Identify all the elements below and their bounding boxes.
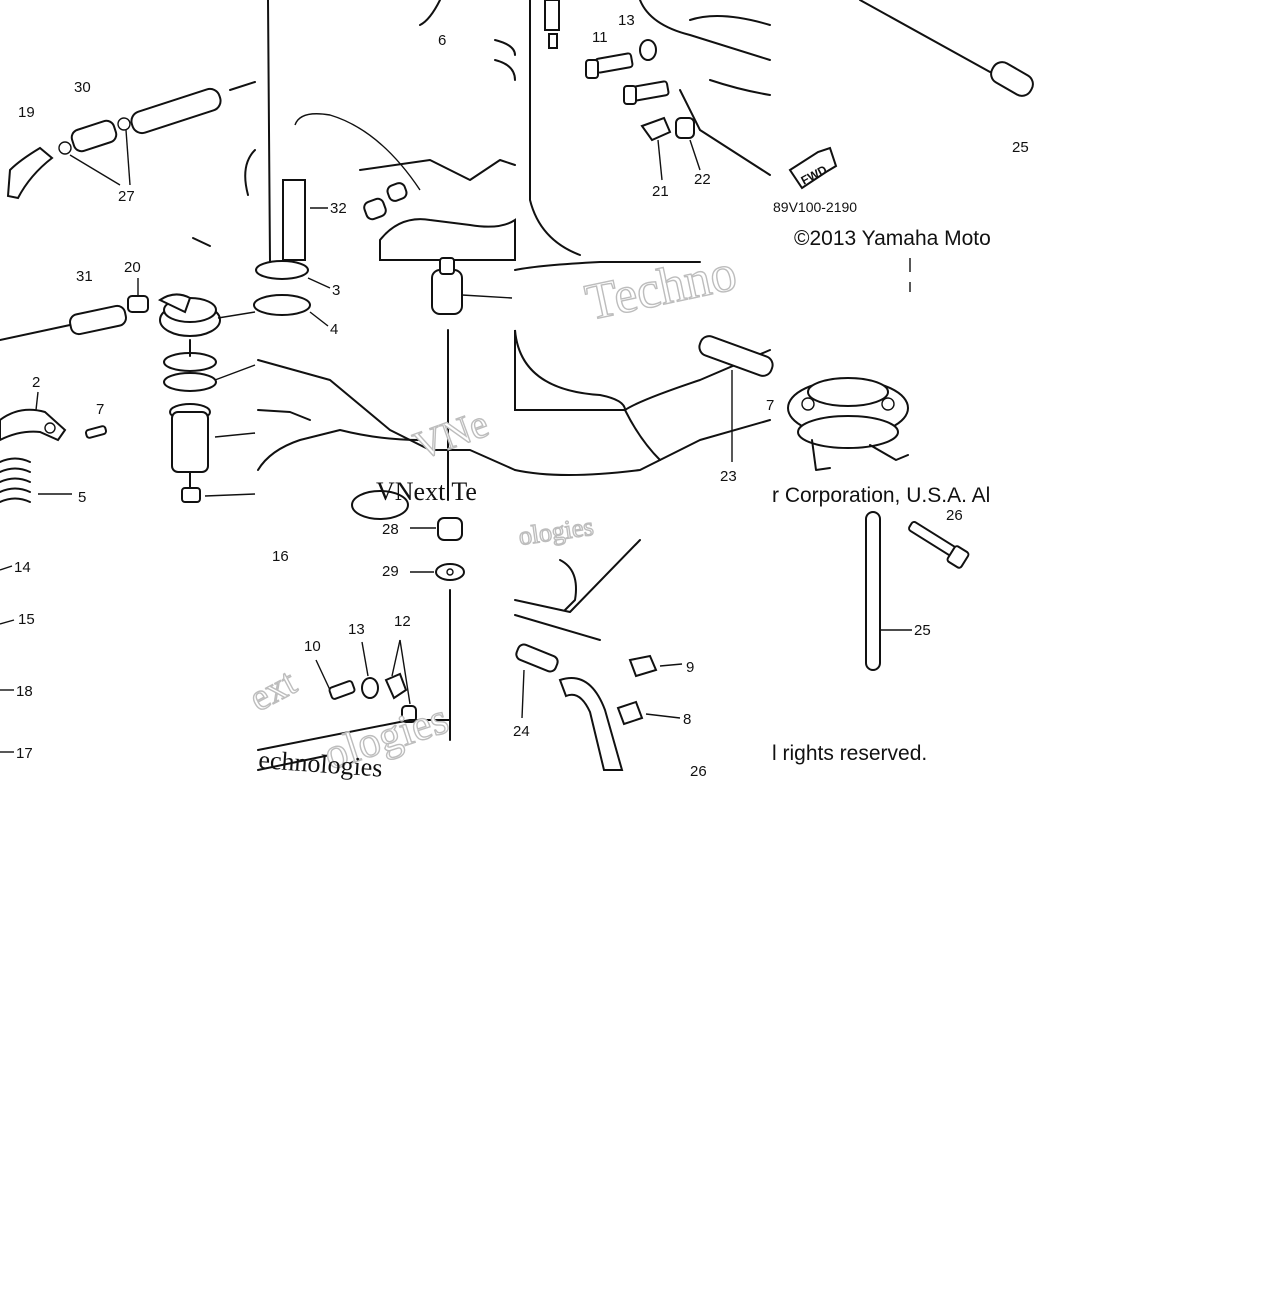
hose-top xyxy=(130,87,222,135)
callout-24: 24 xyxy=(513,723,530,740)
callout-25-top: 25 xyxy=(1012,139,1029,156)
left-panel xyxy=(0,0,328,753)
hose-23 xyxy=(698,335,774,377)
copyright-line1: ©2013 Yamaha Moto xyxy=(794,227,991,250)
watermark-1: Techno xyxy=(581,244,742,331)
tank-body xyxy=(514,329,627,411)
copyright-line3: l rights reserved. xyxy=(772,742,927,765)
pin-7 xyxy=(84,425,108,439)
callout-26b: 26 xyxy=(690,763,707,780)
callout-28: 28 xyxy=(382,521,399,538)
callout-18: 18 xyxy=(16,683,33,700)
center-panel xyxy=(253,0,516,771)
rod-25 xyxy=(865,511,881,671)
callout-13: 13 xyxy=(618,12,635,29)
callout-4: 4 xyxy=(330,321,338,338)
spring-5 xyxy=(0,457,31,503)
callout-16: 16 xyxy=(272,548,289,565)
hose-right-top xyxy=(990,61,1034,97)
callout-5: 5 xyxy=(78,489,86,506)
clamp-22 xyxy=(675,117,695,139)
callout-22: 22 xyxy=(694,171,711,188)
clip-27b xyxy=(117,117,131,131)
nut-12 xyxy=(384,672,408,700)
callout-2: 2 xyxy=(32,374,40,391)
far-right-panel: FWD 89V100-2190 ©2013 Yamaha Moto r Corp… xyxy=(772,0,1034,765)
callout-23: 23 xyxy=(720,468,737,485)
callout-14: 14 xyxy=(14,559,31,576)
bolt-11 xyxy=(594,52,634,74)
callout-3: 3 xyxy=(332,282,340,299)
grommet-3 xyxy=(255,260,309,280)
callout-7b: 7 xyxy=(766,397,774,414)
fwd-arrow-icon: FWD xyxy=(788,146,838,190)
bolt-10 xyxy=(328,680,356,700)
callouts: 2 3 4 5 6 7 7 8 9 10 11 13 13 12 14 15 1… xyxy=(14,12,1029,780)
hose-21 xyxy=(640,116,672,142)
washer-13-top xyxy=(639,39,657,61)
callout-20: 20 xyxy=(124,259,141,276)
callout-29: 29 xyxy=(382,563,399,580)
filter-body xyxy=(171,411,209,473)
callout-6: 6 xyxy=(438,32,446,49)
callout-30: 30 xyxy=(74,79,91,96)
clip-20 xyxy=(127,295,149,313)
callout-27: 27 xyxy=(118,188,135,205)
grommet-4 xyxy=(253,294,311,316)
diagram-code: 89V100-2190 xyxy=(773,199,857,215)
damper-28 xyxy=(437,517,463,541)
callout-15: 15 xyxy=(18,611,35,628)
callout-10: 10 xyxy=(304,638,321,655)
callout-21: 21 xyxy=(652,183,669,200)
callout-12: 12 xyxy=(394,613,411,630)
clip-8 xyxy=(616,700,644,726)
callout-31: 31 xyxy=(76,268,93,285)
callout-7: 7 xyxy=(96,401,104,418)
callout-11: 11 xyxy=(592,29,608,46)
callout-8: 8 xyxy=(683,711,691,728)
screw-9 xyxy=(628,654,658,678)
hose-19 xyxy=(6,146,54,200)
clip-27 xyxy=(58,141,72,155)
callout-19: 19 xyxy=(18,104,35,121)
clamp-2 xyxy=(0,408,67,442)
right-panel xyxy=(514,0,774,771)
callout-26: 26 xyxy=(946,507,963,524)
fuel-pump xyxy=(787,377,909,471)
watermark-2: VNext Te xyxy=(376,477,477,506)
watermarks: Techno VNext Te ologies VNe ext ologies … xyxy=(242,244,742,783)
watermark-5: ext xyxy=(243,661,304,720)
washer-13 xyxy=(361,677,379,699)
washer-29 xyxy=(435,563,465,581)
copyright-line2: r Corporation, U.S.A. Al xyxy=(772,484,990,507)
hose-31 xyxy=(69,304,127,336)
hose-26 xyxy=(558,677,624,771)
callout-32: 32 xyxy=(330,200,347,217)
watermark-3: ologies xyxy=(517,512,595,551)
callout-25: 25 xyxy=(914,622,931,639)
valve-body xyxy=(431,269,463,315)
callout-13b: 13 xyxy=(348,621,365,638)
callout-17: 17 xyxy=(16,745,33,762)
callout-9: 9 xyxy=(686,659,694,676)
joint-24 xyxy=(515,643,559,673)
joint-30 xyxy=(70,119,118,153)
watermark-4: VNe xyxy=(408,400,494,468)
ring-2 xyxy=(163,372,217,392)
tube-32 xyxy=(282,179,306,261)
pin-top xyxy=(544,0,560,31)
